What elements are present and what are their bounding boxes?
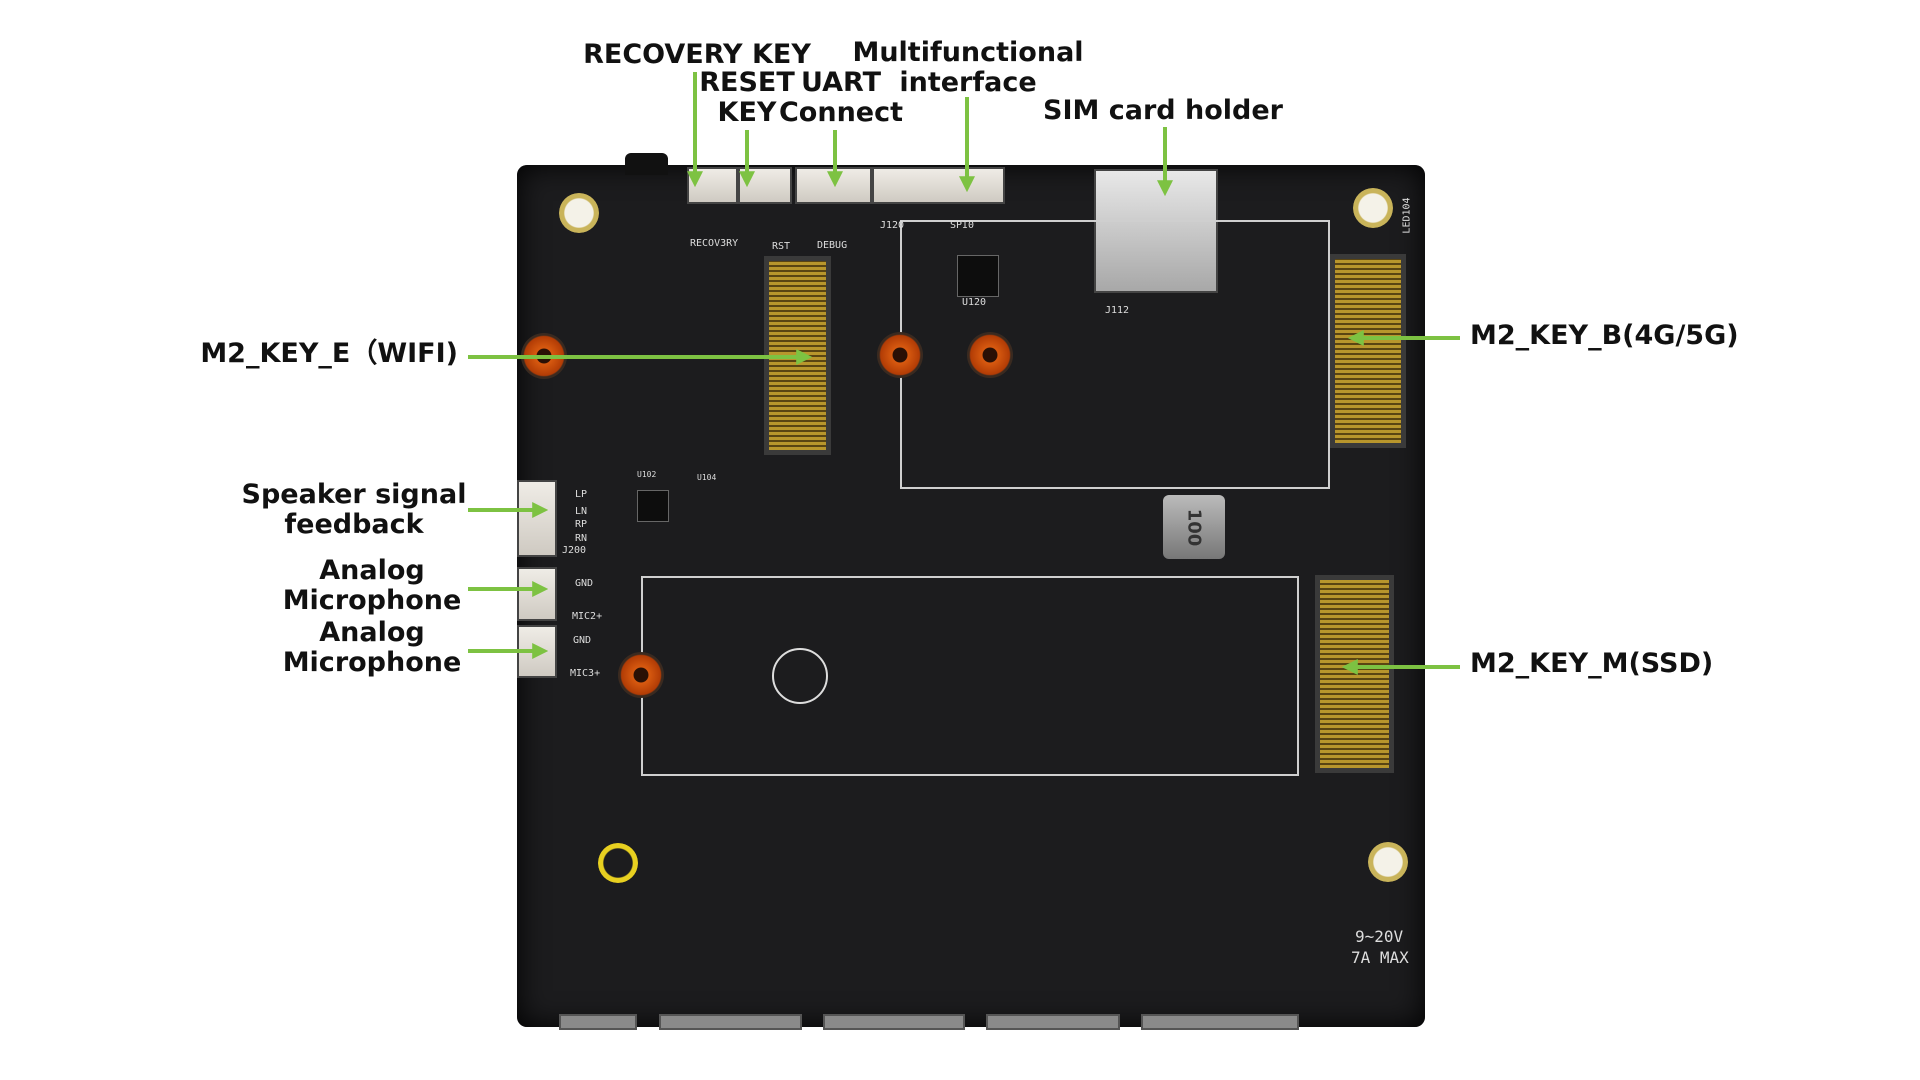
label-line: Analog [319, 555, 425, 586]
silk-rp: RP [575, 519, 588, 530]
silk-u104: U104 [697, 473, 717, 482]
label-line: Connect [778, 97, 904, 128]
label-line: RESET [699, 67, 795, 98]
label-line: UART [801, 67, 881, 98]
label-line: Multifunctional [852, 37, 1084, 68]
silk-j120: J120 [880, 220, 905, 231]
inductor: 100 [1163, 495, 1225, 559]
speaker-connector [517, 480, 557, 557]
silk-lp: LP [575, 489, 588, 500]
silk-j200: J200 [562, 545, 587, 556]
label-m2-key-m: M2_KEY_M(SSD) [1470, 648, 1714, 679]
silk-gnd: GND [575, 578, 594, 589]
silk-recovery: RECOV3RY [690, 238, 739, 249]
label-line: Microphone [282, 647, 462, 678]
label-analog-microphone-2: Analog Microphone [283, 618, 462, 678]
silk-mic2: MIC2+ [572, 611, 603, 622]
label-line: feedback [284, 509, 424, 540]
pcb-board: 100 RECOV3RY RST DEBUG J120 SPI0 U120 J1… [517, 153, 1425, 1030]
bottom-port [559, 1014, 637, 1030]
chip-u120 [957, 255, 999, 297]
silk-power-voltage: 9~20V [1355, 927, 1404, 946]
label-line: Analog [319, 617, 425, 648]
label-recovery-key: RECOVERY KEY [583, 39, 811, 70]
label-m2-key-b: M2_KEY_B(4G/5G) [1470, 320, 1739, 351]
bottom-port [1141, 1014, 1299, 1030]
label-line: KEY [717, 97, 777, 128]
sim-card-holder [1094, 169, 1218, 293]
label-line: Speaker signal [241, 479, 467, 510]
bottom-port [986, 1014, 1120, 1030]
label-line: interface [899, 67, 1037, 98]
mounting-hole [1368, 842, 1408, 882]
mounting-hole [1353, 188, 1393, 228]
multifunctional-connector [872, 167, 1005, 204]
silk-gnd: GND [573, 635, 592, 646]
circle-marking [772, 648, 828, 704]
m2-key-b-slot [1330, 254, 1406, 448]
label-uart-connect: UART Connect [779, 68, 903, 128]
silk-mic3: MIC3+ [570, 668, 601, 679]
label-multifunctional-interface: Multifunctional interface [852, 38, 1083, 98]
silk-ln: LN [575, 506, 588, 517]
audio-jack [625, 153, 668, 175]
standoff [877, 332, 923, 378]
mounting-hole [559, 193, 599, 233]
silk-power-current: 7A MAX [1351, 948, 1409, 967]
silk-rn: RN [575, 533, 588, 544]
silk-rst: RST [772, 241, 791, 252]
silk-debug: DEBUG [817, 240, 848, 251]
silk-u120: U120 [962, 297, 987, 308]
standoff [967, 332, 1013, 378]
standoff [618, 652, 664, 698]
silk-j112: J112 [1105, 305, 1130, 316]
label-m2-key-e: M2_KEY_E（WIFI) [200, 338, 458, 369]
bottom-port [823, 1014, 965, 1030]
silk-u102: U102 [637, 470, 657, 479]
chip-u102 [637, 490, 669, 522]
label-speaker-signal-feedback: Speaker signal feedback [242, 480, 467, 540]
label-analog-microphone-1: Analog Microphone [283, 556, 462, 616]
label-reset-key: RESET KEY [699, 68, 795, 128]
label-sim-card-holder: SIM card holder [1042, 95, 1284, 126]
bottom-port [659, 1014, 802, 1030]
label-line: Microphone [282, 585, 462, 616]
mounting-hole [598, 843, 638, 883]
silk-spi0: SPI0 [950, 220, 975, 231]
